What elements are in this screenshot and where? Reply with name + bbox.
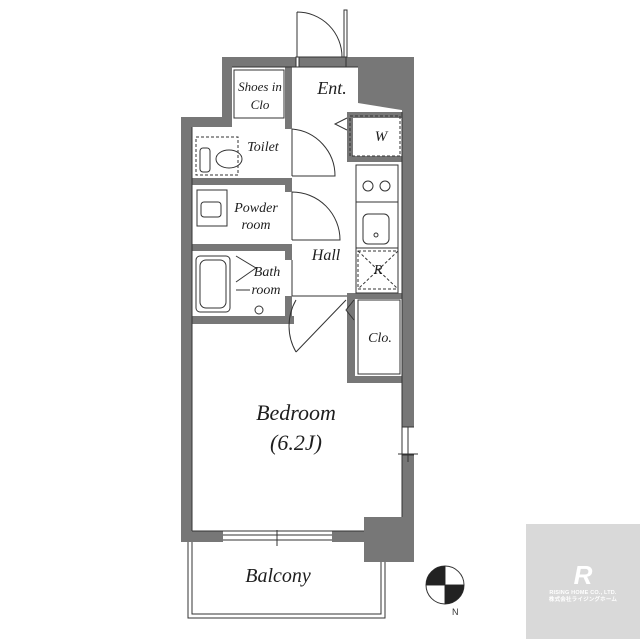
stove-burner-right	[379, 180, 391, 192]
wall-segment	[347, 293, 355, 383]
hall-label: Hall	[311, 247, 341, 264]
shoes-closet-box	[233, 69, 285, 119]
shoes-closet-label-2: Clo	[251, 97, 270, 112]
bedroom-label: Bedroom	[256, 400, 336, 425]
wardrobe-label: W	[375, 129, 389, 145]
wall-segment	[181, 117, 192, 542]
wardrobe-door	[333, 117, 348, 131]
wall-segment	[364, 517, 414, 562]
wall-segment	[181, 117, 232, 127]
shoes-closet-label-1: Shoes in	[238, 79, 282, 94]
closet-door	[345, 299, 355, 321]
wardrobe-box	[349, 115, 401, 157]
wall-segment	[347, 293, 402, 299]
company-logo: R RISING HOME CO., LTD. 株式会社ライジングホーム	[526, 524, 640, 639]
powder-room-label-2: room	[241, 218, 270, 233]
kitchen-sink	[362, 213, 390, 245]
wall-segment	[181, 531, 223, 542]
toilet-tank	[195, 136, 239, 176]
logo-company-name-jp: 株式会社ライジングホーム	[548, 597, 618, 603]
wall-segment	[402, 57, 414, 427]
wall-segment	[347, 112, 402, 118]
room-labels: Shoes in Clo Ent. W Toilet Powder room H…	[233, 78, 392, 587]
compass: N	[425, 565, 465, 617]
powder-room-label-1: Powder	[233, 201, 278, 216]
wall-segment	[222, 57, 414, 67]
fridge-space	[357, 250, 399, 290]
wall-segment	[285, 296, 292, 324]
bedroom-size-label: (6.2J)	[270, 430, 322, 455]
wall-segment	[192, 316, 294, 324]
wall-segment	[285, 178, 292, 192]
bedroom-door	[288, 299, 347, 353]
wall-segment	[192, 244, 292, 251]
entrance-door	[296, 11, 346, 58]
thin-lines	[187, 57, 418, 619]
bathtub-inner	[199, 259, 227, 309]
wall-segment	[222, 57, 232, 119]
bathtub	[195, 255, 231, 313]
toilet-seat	[215, 149, 243, 169]
compass-needle-icon	[445, 585, 464, 604]
wall-segment	[285, 244, 292, 260]
wall-segment	[347, 376, 402, 383]
basin-cabinet	[196, 189, 228, 227]
refrigerator-label: R	[373, 263, 383, 278]
stove-burner-left	[362, 180, 374, 192]
closet-label: Clo.	[368, 331, 392, 346]
wall-segment	[358, 57, 414, 112]
compass-north-label: N	[452, 607, 459, 617]
shower-drain	[254, 305, 264, 315]
exterior-walls	[181, 57, 414, 562]
entrance-label: Ent.	[316, 78, 347, 98]
toilet-door	[291, 128, 336, 177]
svg-text:R: R	[574, 560, 593, 588]
wall-segment	[347, 156, 402, 162]
closet-box	[357, 299, 401, 375]
toilet-label: Toilet	[247, 140, 279, 155]
toilet-bowl	[199, 147, 211, 173]
bath-door-fold	[235, 255, 257, 291]
powder-door	[291, 191, 341, 241]
basin-sink	[200, 201, 222, 218]
bath-room-label-1: Bath	[254, 265, 280, 280]
logo-mark-icon: R	[574, 560, 593, 588]
fixtures	[195, 69, 401, 375]
logo-company-name: RISING HOME CO., LTD.	[549, 590, 617, 596]
wall-segment	[285, 67, 292, 129]
bath-room-label-2: room	[251, 283, 280, 298]
kitchen-drain	[373, 232, 379, 238]
doors	[288, 9, 355, 353]
wall-segment	[192, 178, 292, 185]
balcony-label: Balcony	[245, 565, 311, 587]
